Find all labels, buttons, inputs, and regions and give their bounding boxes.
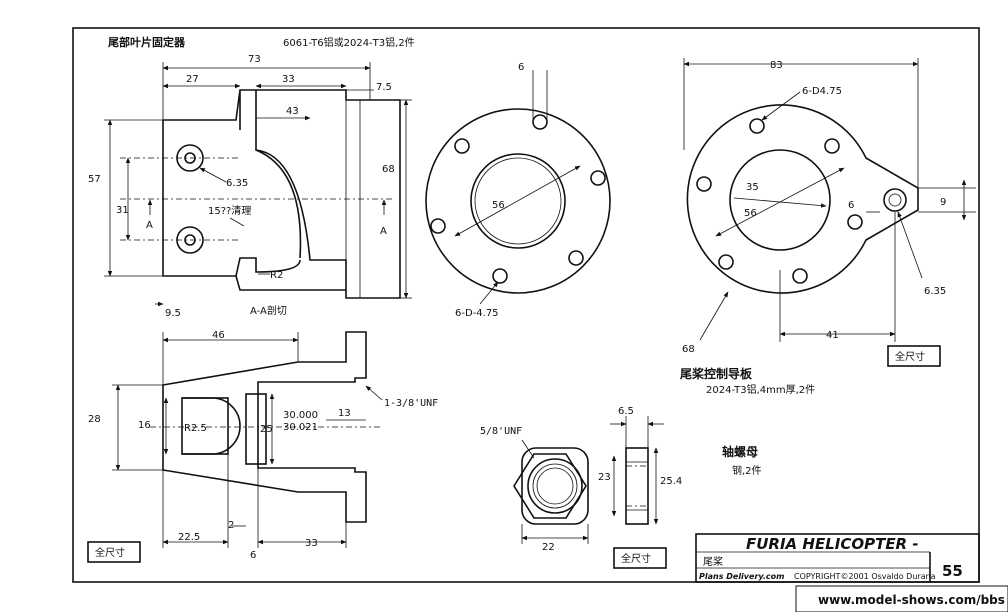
p3-dim-6-35: 6.35: [924, 286, 946, 297]
title-block-brand: Plans Delivery.com: [699, 572, 784, 581]
p4-dim-30-021: 30.021: [283, 422, 318, 433]
p4-thread-note: 1-3/8'UNF: [384, 398, 438, 409]
p3-dim-68: 68: [682, 344, 695, 355]
p1-dim-6-35: 6.35: [226, 178, 248, 189]
p2-dim-56: 56: [492, 200, 505, 211]
p4-dim-33: 33: [305, 538, 318, 549]
p4-dim-6: 6: [250, 550, 256, 561]
p3-scale-box: 全尺寸: [895, 350, 925, 363]
p1-dim-27: 27: [186, 74, 199, 85]
p1-dim-33: 33: [282, 74, 295, 85]
p1-section-label: A-A剖切: [250, 304, 287, 317]
p2-dim-6: 6: [518, 62, 524, 73]
part1-retainer-view: 尾部叶片固定器 6061-T6铝或2024-T3铝,2件 73 27 33 7.…: [88, 35, 415, 319]
p4-radius-r2-5: R2.5: [184, 423, 207, 434]
part2-flange-view: 6 56 6-D-4.75: [425, 62, 611, 319]
p4-dim-25: 25: [260, 424, 273, 435]
p1-dim-57: 57: [88, 174, 101, 185]
part4-hub-section: 46 28 16 R2.5 25 30.000 30.021 13 1-3/8'…: [87, 330, 438, 563]
p5-scale-box: 全尺寸: [621, 552, 651, 565]
p4-dim-13: 13: [338, 408, 351, 419]
p1-section-a-left: A: [146, 220, 153, 231]
p3-dim-41: 41: [826, 330, 839, 341]
sheet-border: [72, 27, 980, 583]
p4-dim-46: 46: [212, 330, 225, 341]
p1-dim-73: 73: [248, 54, 261, 65]
p5-thread-note: 5/8'UNF: [480, 426, 522, 437]
p3-dim-9: 9: [940, 197, 946, 208]
p1-note-15: 15??清理: [208, 204, 251, 217]
p4-dim-28: 28: [88, 414, 101, 425]
p1-dim-31: 31: [116, 205, 129, 216]
watermark-text: www.model-shows.com/bbs: [818, 593, 1005, 607]
p1-section-a-right: A: [380, 226, 387, 237]
p1-dim-68: 68: [382, 164, 395, 175]
part3-control-plate-view: 83 6-D4.75 35 56 6 9 6.35 41 68 全尺寸 尾桨控制…: [680, 58, 976, 396]
p5-dim-6-5: 6.5: [618, 406, 634, 417]
part1-material: 6061-T6铝或2024-T3铝,2件: [283, 37, 415, 49]
part1-title: 尾部叶片固定器: [107, 35, 186, 49]
p5-dim-23: 23: [598, 472, 611, 483]
p1-radius-r2: R2: [270, 270, 283, 281]
p3-holes-note: 6-D4.75: [802, 86, 842, 97]
p3-material: 2024-T3铝,4mm厚,2件: [706, 384, 815, 396]
p4-dim-30-000: 30.000: [283, 410, 318, 421]
title-block-page: 55: [942, 562, 963, 580]
p1-dim-9-5: 9.5: [165, 308, 181, 319]
title-block-subtitle: 尾桨: [703, 555, 723, 568]
part5-shaft-nut-views: 5/8'UNF 22 6.5 23 25.4 全尺寸 轴螺母 钢,2件: [480, 406, 762, 569]
p5-title: 轴螺母: [722, 444, 758, 459]
p4-dim-2: 2: [228, 520, 234, 531]
p3-dim-56: 56: [744, 208, 757, 219]
p3-title: 尾桨控制导板: [680, 366, 753, 381]
title-block-name: FURIA HELICOPTER -: [746, 535, 919, 553]
p4-dim-22-5: 22.5: [178, 532, 200, 543]
p2-holes-note: 6-D-4.75: [455, 308, 499, 319]
p4-scale-box: 全尺寸: [95, 546, 125, 559]
p3-dim-35: 35: [746, 182, 759, 193]
title-block-copyright: COPYRIGHT©2001 Osvaldo Durana: [794, 572, 936, 581]
watermark-strip: [795, 585, 1008, 612]
p5-dim-22: 22: [542, 542, 555, 553]
p3-dim-83: 83: [770, 60, 783, 71]
p1-dim-43: 43: [286, 106, 299, 117]
p4-dim-16: 16: [138, 420, 151, 431]
p5-dim-25-4: 25.4: [660, 476, 682, 487]
p3-dim-6: 6: [848, 200, 854, 211]
title-block: FURIA HELICOPTER - 尾桨 55 Plans Delivery.…: [695, 533, 980, 583]
p5-material: 钢,2件: [732, 464, 762, 477]
p1-dim-7-5: 7.5: [376, 82, 392, 93]
